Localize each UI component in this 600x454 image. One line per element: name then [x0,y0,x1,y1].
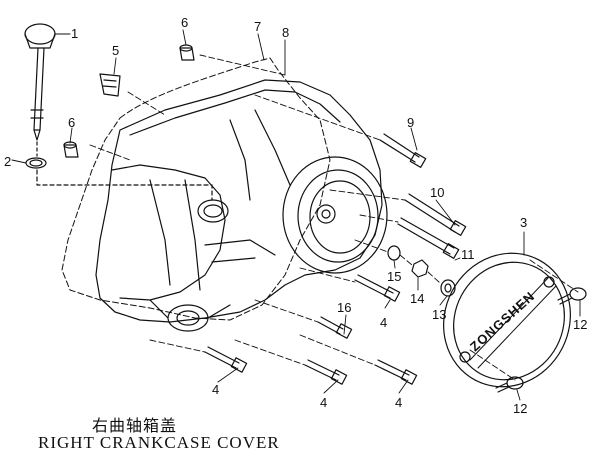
callout-11: 11 [461,247,475,262]
title-english: RIGHT CRANKCASE COVER [38,433,280,452]
svg-text:ZONGSHEN: ZONGSHEN [467,288,538,354]
stud-part [99,73,121,97]
bolt-16 [317,316,353,339]
callout-4-lower-right: 4 [395,395,403,410]
bolt-4-middle [304,359,348,385]
washer-13 [440,279,456,297]
cover-screw-top [557,287,587,305]
nut-14 [411,259,429,278]
bolt-10 [404,193,467,236]
dowel-pin-left [63,141,79,158]
callout-1: 1 [71,26,79,41]
callout-2: 2 [4,154,12,169]
bolt-4-lower-right [374,359,418,385]
callout-4-right: 4 [380,315,388,330]
dowel-pin-top [179,44,195,61]
zongshen-logo: ZONGSHEN [467,288,538,354]
callout-3: 3 [520,215,528,230]
callout-9: 9 [407,115,415,130]
washer-15 [387,245,401,261]
side-cover-part [443,252,571,388]
gasket-outline [61,57,331,321]
callout-14: 14 [410,291,425,306]
title-chinese: 右曲轴箱盖 [92,416,178,435]
callout-16: 16 [337,300,352,315]
dipstick-part [24,23,56,141]
bolt-11 [397,217,460,259]
bolt-9 [379,133,427,168]
callout-4-middle: 4 [320,395,328,410]
callout-12-top: 12 [573,317,588,332]
callout-12-bottom: 12 [513,401,528,416]
bolt-4-right [354,274,401,302]
callout-6-left: 6 [68,115,76,130]
callout-8: 8 [282,25,290,40]
crankcase-cover-body [95,79,388,332]
callout-15: 15 [387,269,402,284]
callout-10: 10 [430,185,445,200]
callout-6-top: 6 [181,15,189,30]
callout-7: 7 [254,19,262,34]
callout-4-left: 4 [212,382,220,397]
callout-5: 5 [112,43,120,58]
cover-screw-bottom [495,376,524,393]
bolt-4-left [204,346,248,373]
callout-13: 13 [432,307,447,322]
